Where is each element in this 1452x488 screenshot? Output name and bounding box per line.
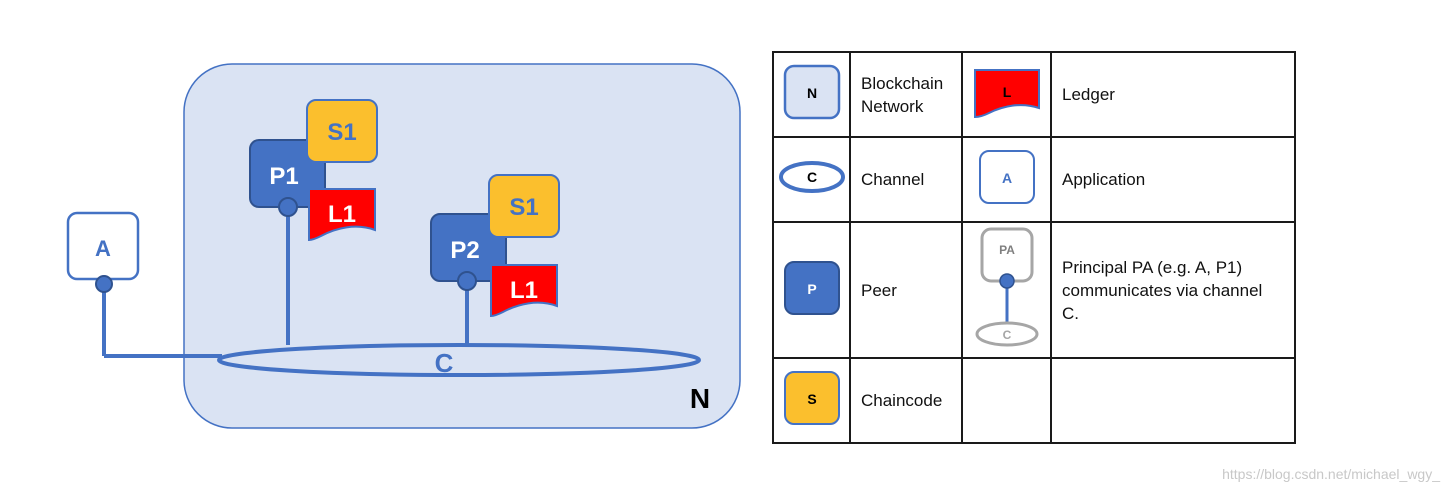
legend-text-application: Application bbox=[1050, 136, 1296, 223]
legend-text-principal: Principal PA (e.g. A, P1) communicates v… bbox=[1050, 221, 1296, 359]
legend-row: S Chaincode bbox=[772, 357, 1296, 444]
chaincode-2-box bbox=[488, 174, 560, 238]
legend-icon-cell: S bbox=[772, 357, 851, 444]
network-diagram: N A C P1 S1 L1 P2 S1 L1 bbox=[66, 63, 741, 429]
channel-legend-icon-label: C bbox=[806, 169, 816, 185]
ledger-2-shape bbox=[490, 264, 558, 318]
legend-text-channel: Channel bbox=[849, 136, 963, 223]
legend-icon-cell: C bbox=[772, 136, 851, 223]
legend-row: C Channel A Application bbox=[772, 136, 1296, 223]
legend-icon-cell: N bbox=[772, 51, 851, 138]
watermark-text: https://blog.csdn.net/michael_wgy_ bbox=[1222, 466, 1440, 482]
principal-legend-icon-label: PA bbox=[999, 243, 1015, 257]
peer-group-2: P2 S1 L1 bbox=[430, 174, 560, 345]
legend-row: P Peer PA C Principal PA (e.g. A, P1) co… bbox=[772, 221, 1296, 359]
legend-text-network: Blockchain Network bbox=[849, 51, 963, 138]
principal-legend-channel-label: C bbox=[1002, 328, 1011, 342]
peer-legend-icon: P bbox=[783, 260, 840, 315]
peer-2-port bbox=[457, 271, 477, 291]
legend-icon-cell: PA C bbox=[961, 221, 1052, 359]
peer-2-label: P2 bbox=[450, 237, 479, 264]
legend-icon-cell: A bbox=[961, 136, 1052, 223]
chaincode-legend-icon: S bbox=[783, 371, 840, 425]
legend-row: N Blockchain Network L Ledger bbox=[772, 51, 1296, 138]
principal-legend-icon: PA C bbox=[975, 227, 1038, 346]
chaincode-1-label: S1 bbox=[327, 119, 356, 146]
ledger-1-shape bbox=[308, 188, 376, 242]
application-port bbox=[95, 275, 113, 293]
network-legend-icon-label: N bbox=[806, 85, 816, 101]
chaincode-legend-icon-label: S bbox=[807, 391, 816, 407]
legend-icon-cell: P bbox=[772, 221, 851, 359]
peer-1-port bbox=[278, 197, 298, 217]
channel-ellipse bbox=[217, 343, 701, 377]
network-legend-icon: N bbox=[783, 64, 840, 120]
channel-label: C bbox=[435, 348, 454, 378]
legend-empty-text bbox=[1050, 357, 1296, 444]
legend-text-chaincode: Chaincode bbox=[849, 357, 963, 444]
ledger-legend-icon-label: L bbox=[1002, 84, 1011, 100]
peer-legend-icon-label: P bbox=[807, 281, 816, 297]
ledger-legend-icon: L bbox=[973, 69, 1040, 119]
legend-icon-cell: L bbox=[961, 51, 1052, 138]
peer-1-label: P1 bbox=[269, 163, 298, 190]
chaincode-2-label: S1 bbox=[509, 194, 538, 221]
legend-text-peer: Peer bbox=[849, 221, 963, 359]
application-legend-icon: A bbox=[978, 150, 1035, 204]
application-legend-icon-label: A bbox=[1001, 170, 1011, 186]
legend-text-ledger: Ledger bbox=[1050, 51, 1296, 138]
ledger-1-label: L1 bbox=[328, 201, 356, 228]
ledger-2-label: L1 bbox=[510, 277, 538, 304]
application-label: A bbox=[95, 236, 111, 261]
network-label: N bbox=[690, 383, 710, 414]
chaincode-1-box bbox=[306, 99, 378, 163]
legend-table: N Blockchain Network L Ledger C Channel … bbox=[772, 51, 1296, 444]
legend-empty-cell bbox=[961, 357, 1052, 444]
channel-legend-icon: C bbox=[778, 161, 845, 193]
peer-group-1: P1 S1 L1 bbox=[249, 99, 378, 345]
